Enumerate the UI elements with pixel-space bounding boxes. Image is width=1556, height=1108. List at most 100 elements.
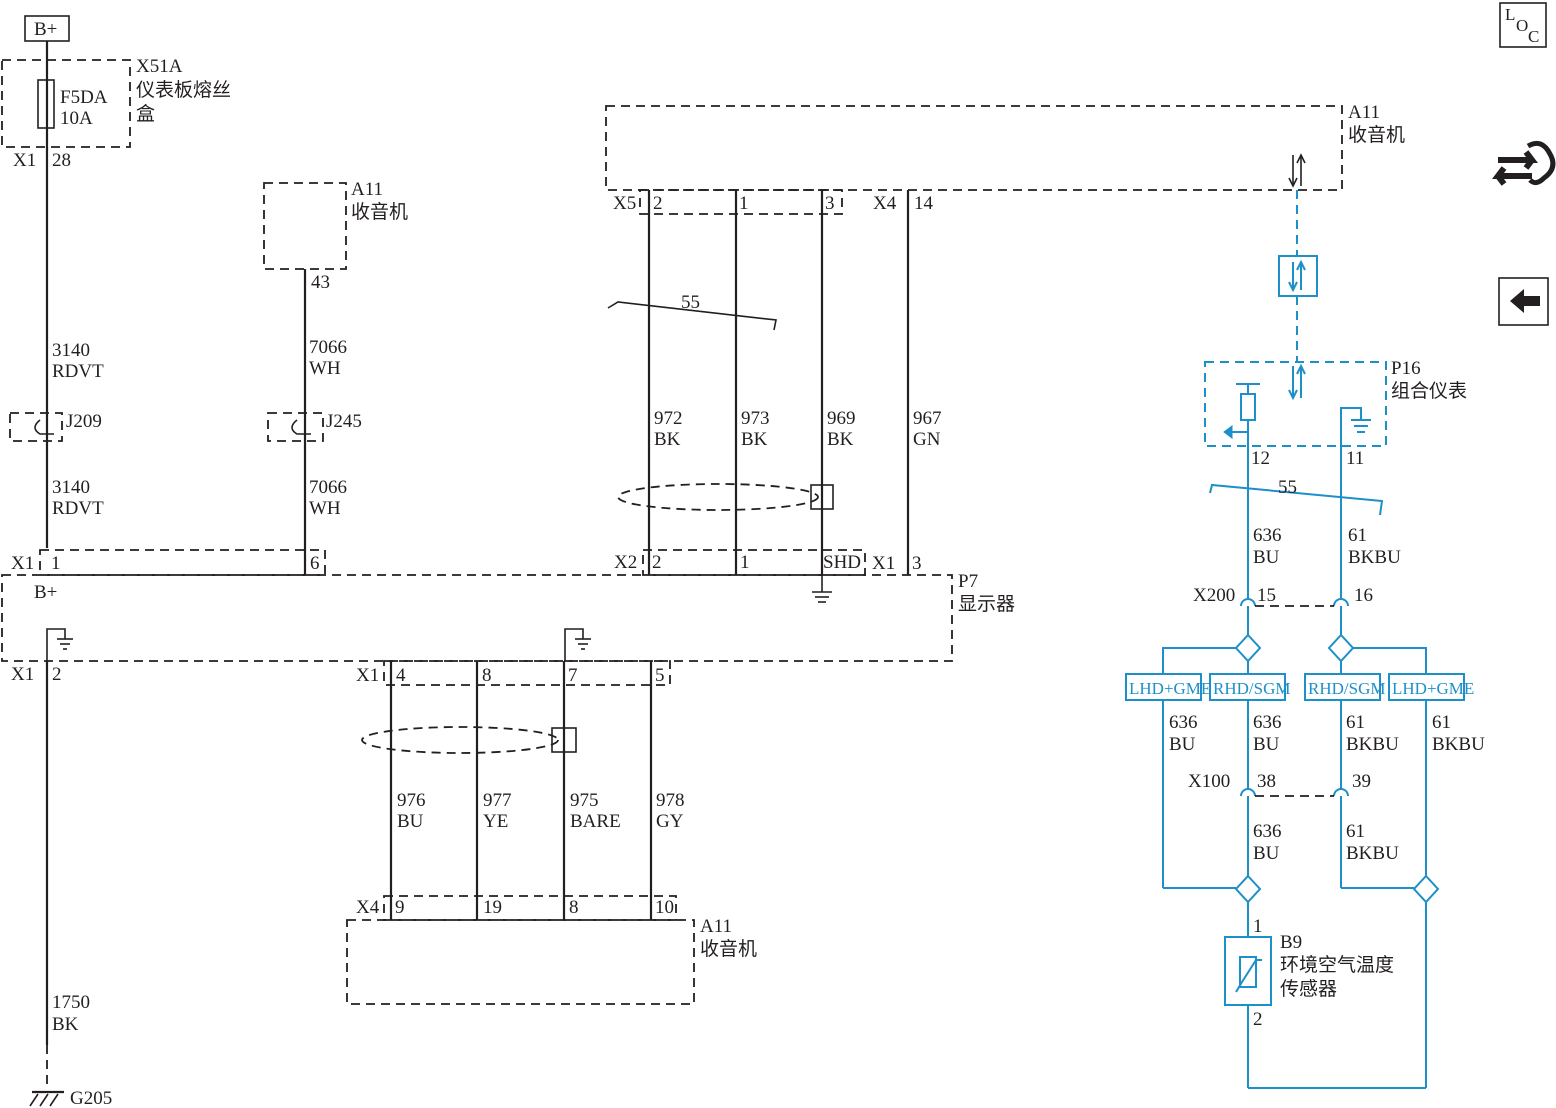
svg-text:6: 6 [310, 553, 320, 574]
bplus-label: B+ [34, 19, 57, 40]
svg-text:X2: X2 [614, 552, 637, 573]
loc-icon[interactable]: L O C [1499, 2, 1547, 48]
svg-text:WH: WH [309, 498, 341, 519]
svg-text:3140: 3140 [52, 340, 90, 361]
svg-text:5: 5 [655, 665, 665, 686]
svg-text:显示器: 显示器 [958, 593, 1015, 615]
svg-text:A11: A11 [700, 916, 732, 937]
svg-text:973: 973 [741, 408, 770, 429]
svg-text:61: 61 [1346, 712, 1365, 733]
svg-text:X1: X1 [11, 664, 34, 685]
svg-text:BU: BU [1253, 547, 1280, 568]
svg-text:39: 39 [1352, 771, 1371, 792]
svg-text:RDVT: RDVT [52, 361, 104, 382]
svg-text:1: 1 [740, 552, 750, 573]
radio-small: A11 收音机 43 7066 WH J245 7066 WH [263, 179, 408, 575]
svg-text:3: 3 [825, 193, 835, 214]
svg-text:BKBU: BKBU [1346, 734, 1399, 755]
svg-text:BU: BU [397, 811, 424, 832]
svg-text:B9: B9 [1280, 932, 1302, 953]
svg-text:967: 967 [913, 408, 942, 429]
svg-text:B+: B+ [34, 582, 57, 603]
svg-text:A11: A11 [351, 179, 383, 200]
svg-text:GY: GY [656, 811, 684, 832]
svg-text:61: 61 [1348, 525, 1367, 546]
svg-text:BU: BU [1253, 734, 1280, 755]
radio-top: A11 收音机 X5 2 1 3 X4 14 55 972 BK 973 BK … [605, 102, 1405, 603]
svg-text:BU: BU [1169, 734, 1196, 755]
svg-text:2: 2 [653, 193, 663, 214]
svg-text:43: 43 [311, 272, 330, 293]
svg-text:977: 977 [483, 790, 512, 811]
splice-j245: J245 [326, 411, 362, 432]
svg-text:传感器: 传感器 [1280, 978, 1337, 1000]
ground-wire: 1750 BK G205 [29, 661, 112, 1108]
svg-text:X4: X4 [356, 897, 380, 918]
svg-text:盒: 盒 [136, 103, 155, 125]
svg-text:X1: X1 [13, 150, 36, 171]
svg-text:4: 4 [396, 665, 406, 686]
svg-text:10A: 10A [60, 108, 93, 129]
svg-text:BK: BK [741, 429, 768, 450]
svg-text:8: 8 [482, 665, 492, 686]
svg-text:F5DA: F5DA [60, 87, 108, 108]
svg-text:BKBU: BKBU [1348, 547, 1401, 568]
svg-text:2: 2 [52, 664, 62, 685]
svg-text:收音机: 收音机 [1348, 124, 1405, 146]
svg-text:L: L [1505, 5, 1515, 24]
svg-text:3: 3 [912, 553, 922, 574]
svg-text:A11: A11 [1348, 102, 1380, 123]
display-p7: P7 显示器 B+ X1 1 6 X2 2 1 SHD X1 3 X1 2 [1, 549, 1015, 685]
svg-text:55: 55 [1278, 477, 1297, 498]
svg-text:636: 636 [1253, 821, 1282, 842]
svg-text:10: 10 [655, 897, 674, 918]
svg-text:1750: 1750 [52, 992, 90, 1013]
svg-text:X100: X100 [1188, 771, 1230, 792]
radio-bottom: X1 4 8 7 5 976 BU 977 YE 975 BARE 978 GY… [346, 660, 757, 1005]
svg-text:636: 636 [1169, 712, 1198, 733]
svg-text:组合仪表: 组合仪表 [1391, 380, 1467, 402]
svg-text:61: 61 [1346, 821, 1365, 842]
svg-text:C: C [1528, 27, 1539, 46]
svg-text:3140: 3140 [52, 477, 90, 498]
svg-text:9: 9 [395, 897, 405, 918]
svg-text:O: O [1516, 16, 1528, 35]
svg-text:2: 2 [1253, 1009, 1263, 1030]
svg-text:972: 972 [654, 408, 683, 429]
svg-text:BARE: BARE [570, 811, 621, 832]
svg-text:12: 12 [1251, 448, 1270, 469]
power-feed: B+ F5DA 10A X51A 仪表板熔丝 盒 X1 28 3140 RDVT… [1, 15, 231, 548]
svg-text:1: 1 [1253, 916, 1263, 937]
cluster-circuit: P16 组合仪表 12 11 55 636 BU 61 BKBU X200 15… [1125, 190, 1485, 1089]
back-arrow-icon[interactable] [1498, 277, 1549, 326]
svg-text:X1: X1 [356, 665, 379, 686]
twist-label: 55 [681, 292, 700, 313]
svg-text:16: 16 [1354, 585, 1373, 606]
svg-text:X51A: X51A [136, 56, 183, 77]
svg-text:X1: X1 [11, 553, 34, 574]
svg-text:978: 978 [656, 790, 685, 811]
svg-text:YE: YE [483, 811, 508, 832]
svg-text:X4: X4 [873, 193, 897, 214]
svg-text:19: 19 [483, 897, 502, 918]
option-rhd-sgm-left: RHD/SGM [1213, 679, 1290, 698]
svg-text:7: 7 [568, 665, 578, 686]
svg-text:X5: X5 [613, 193, 636, 214]
svg-text:BKBU: BKBU [1346, 843, 1399, 864]
svg-text:7066: 7066 [309, 477, 347, 498]
connector-view-icon[interactable] [1492, 140, 1556, 186]
svg-text:7066: 7066 [309, 337, 347, 358]
svg-text:P7: P7 [958, 571, 978, 592]
svg-text:仪表板熔丝: 仪表板熔丝 [136, 79, 231, 101]
svg-text:GN: GN [913, 429, 941, 450]
svg-text:环境空气温度: 环境空气温度 [1280, 954, 1394, 976]
option-lhd-gme-right: LHD+GME [1392, 679, 1474, 698]
svg-text:SHD: SHD [823, 552, 861, 573]
svg-text:61: 61 [1432, 712, 1451, 733]
svg-text:975: 975 [570, 790, 599, 811]
svg-text:收音机: 收音机 [700, 938, 757, 960]
svg-text:X200: X200 [1193, 585, 1235, 606]
svg-text:1: 1 [51, 553, 61, 574]
svg-text:976: 976 [397, 790, 426, 811]
